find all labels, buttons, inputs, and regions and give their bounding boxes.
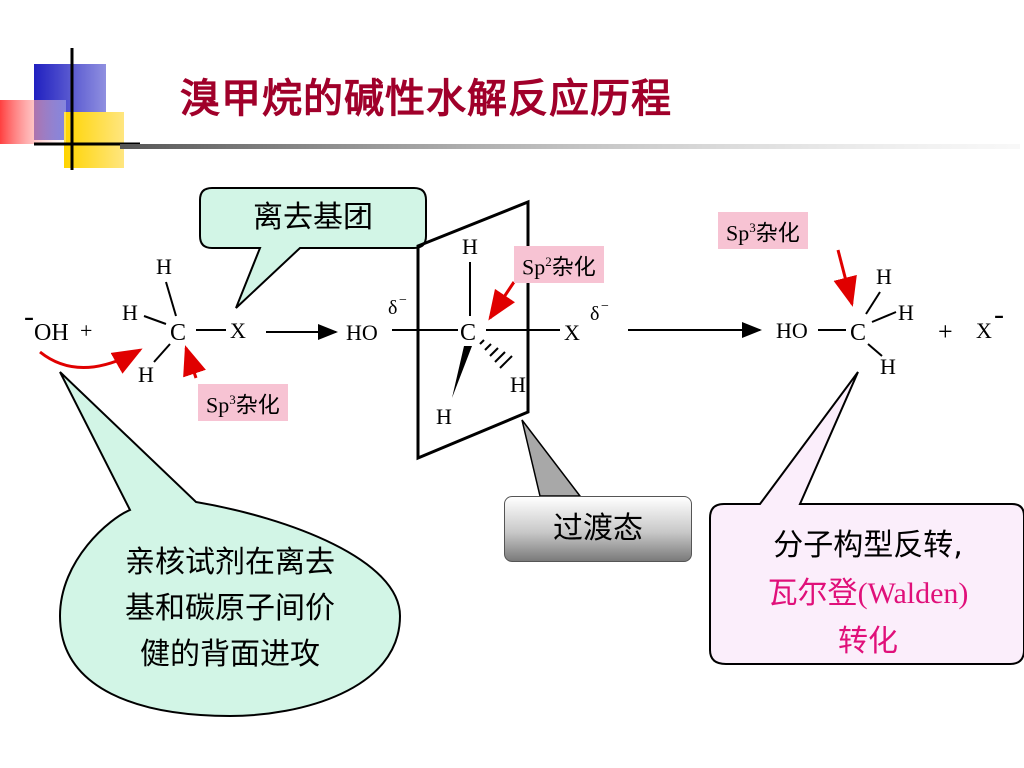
wedge-bond [452,346,472,398]
h-top-1: H [156,254,172,279]
yellow-square [64,112,124,168]
sp3-right-sup: 3 [749,220,756,235]
product-h-right: H [898,300,914,325]
sp3-right-base: Sp [726,220,750,246]
nucleophile-callout [58,371,402,718]
ts-carbon: C [460,320,476,346]
transition-state-label: 过渡态 [504,496,692,562]
hydroxide-charge: - [24,300,34,333]
walden-line-2: 瓦尔登(Walden) [712,570,1024,618]
h-left-1: H [122,300,138,325]
red-square [0,100,66,144]
nucleophile-line-3: 健的背面进攻 [140,637,320,672]
ts-h-right: H [510,372,526,397]
walden-callout [709,371,1024,665]
walden-line-3: 转化 [838,624,898,659]
product-carbon: C [850,320,866,346]
halide-ion: X [976,318,992,343]
ts-delta-right: δ [590,303,599,325]
ts-h-top: H [462,234,478,259]
walden-line-1: 分子构型反转, [773,528,963,563]
nucleophile-line-2: 基和碳原子间价 [125,591,335,626]
sp3-left-text: 杂化 [235,392,280,418]
sp3-left-sup: 3 [229,392,236,407]
title-underline [120,144,1020,149]
plus-sign-1: + [80,318,92,343]
leaving-x-1: X [230,318,246,343]
product-ho: HO [776,318,808,343]
hydroxide: OH [34,320,69,346]
product-h-bottom: H [880,354,896,379]
product-h-top: H [876,264,892,289]
sp2-label: Sp2杂化 [514,246,604,284]
ts-delta-left-sign: − [399,293,407,308]
sp2-text: 杂化 [551,254,596,280]
corner-decoration [0,48,140,170]
halide-charge: - [994,298,1004,331]
nucleophile-attack-text: 亲核试剂在离去 基和碳原子间价 健的背面进攻 [60,540,400,678]
walden-name-en: (Walden) [857,577,969,610]
nucleophile-line-1: 亲核试剂在离去 [125,545,335,580]
sp3-arrow-right [833,249,857,307]
leaving-group-label: 离去基团 [253,200,373,235]
slide-title: 溴甲烷的碱性水解反应历程 [180,76,672,122]
sp2-base: Sp [522,254,546,280]
sp3-left-base: Sp [206,392,230,418]
hashed-bond [479,339,513,369]
walden-text: 分子构型反转, 瓦尔登(Walden) 转化 [712,522,1024,666]
transition-plane [416,199,530,461]
ts-h-bottom: H [436,404,452,429]
sp2-sup: 2 [545,254,552,269]
ts-x: X [564,320,580,345]
sp3-right-text: 杂化 [755,220,800,246]
attack-arrow [39,348,143,374]
walden-name-cn: 瓦尔登 [767,576,858,611]
sp3-label-right: Sp3杂化 [718,212,808,250]
leaving-group-callout [199,187,427,309]
ts-delta-right-sign: − [601,299,609,314]
sp2-arrow [488,281,516,321]
plus-sign-2: + [938,317,953,346]
ts-ho: HO [346,320,378,345]
h-bottom-1: H [138,362,154,387]
ts-delta-left: δ [388,297,397,319]
sp3-label-left: Sp3杂化 [198,384,288,422]
sp3-arrow-left [183,345,206,379]
carbon-1: C [170,320,186,346]
